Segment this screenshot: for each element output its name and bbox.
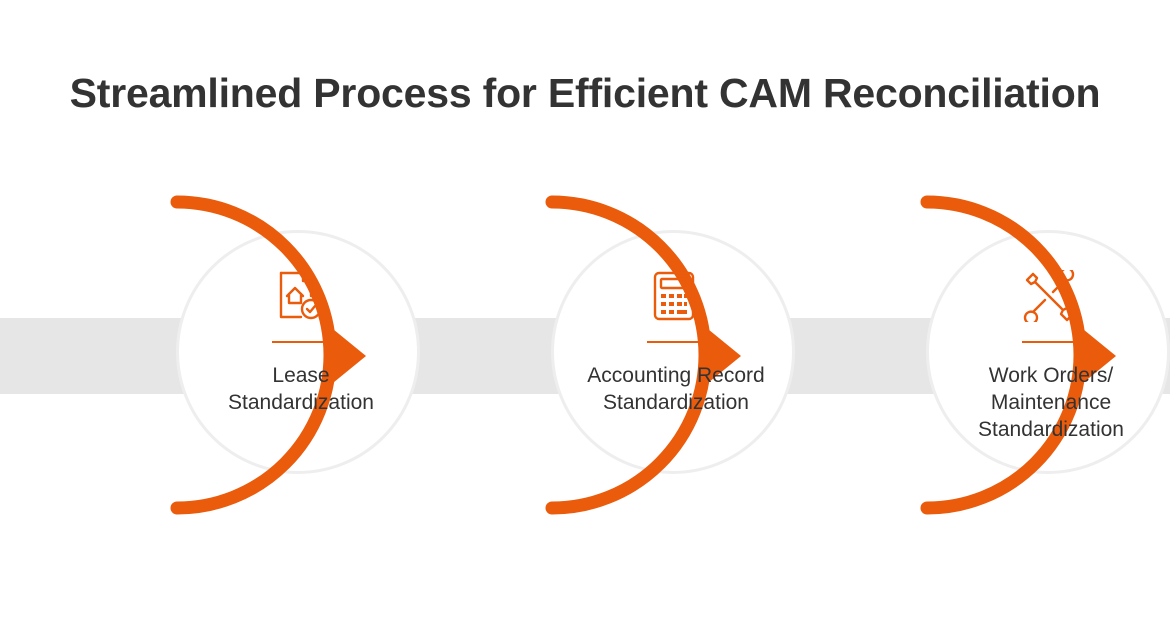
page-title: Streamlined Process for Efficient CAM Re… [69,70,1101,116]
step-work-orders: Work Orders/ Maintenance Standardization [872,190,1170,520]
wrench-screwdriver-icon [1023,270,1075,322]
step-divider [647,341,701,343]
arrow-head-icon [328,325,366,387]
step-accounting: Accounting Record Standardization [497,190,837,520]
calculator-icon [653,271,695,321]
lease-document-icon [279,271,322,320]
step-circle [551,230,795,474]
progress-arc [920,195,1116,515]
step-label: Accounting Record Standardization [587,364,765,414]
step-divider [272,341,326,343]
progress-arc [170,195,366,515]
step-label: Work Orders/ Maintenance Standardization [978,364,1124,441]
progress-arc [545,195,741,515]
arrow-head-icon [1078,325,1116,387]
step-divider [1022,341,1076,343]
step-label: Lease Standardization [228,364,374,414]
step-lease: Lease Standardization [122,190,462,520]
arrow-head-icon [703,325,741,387]
